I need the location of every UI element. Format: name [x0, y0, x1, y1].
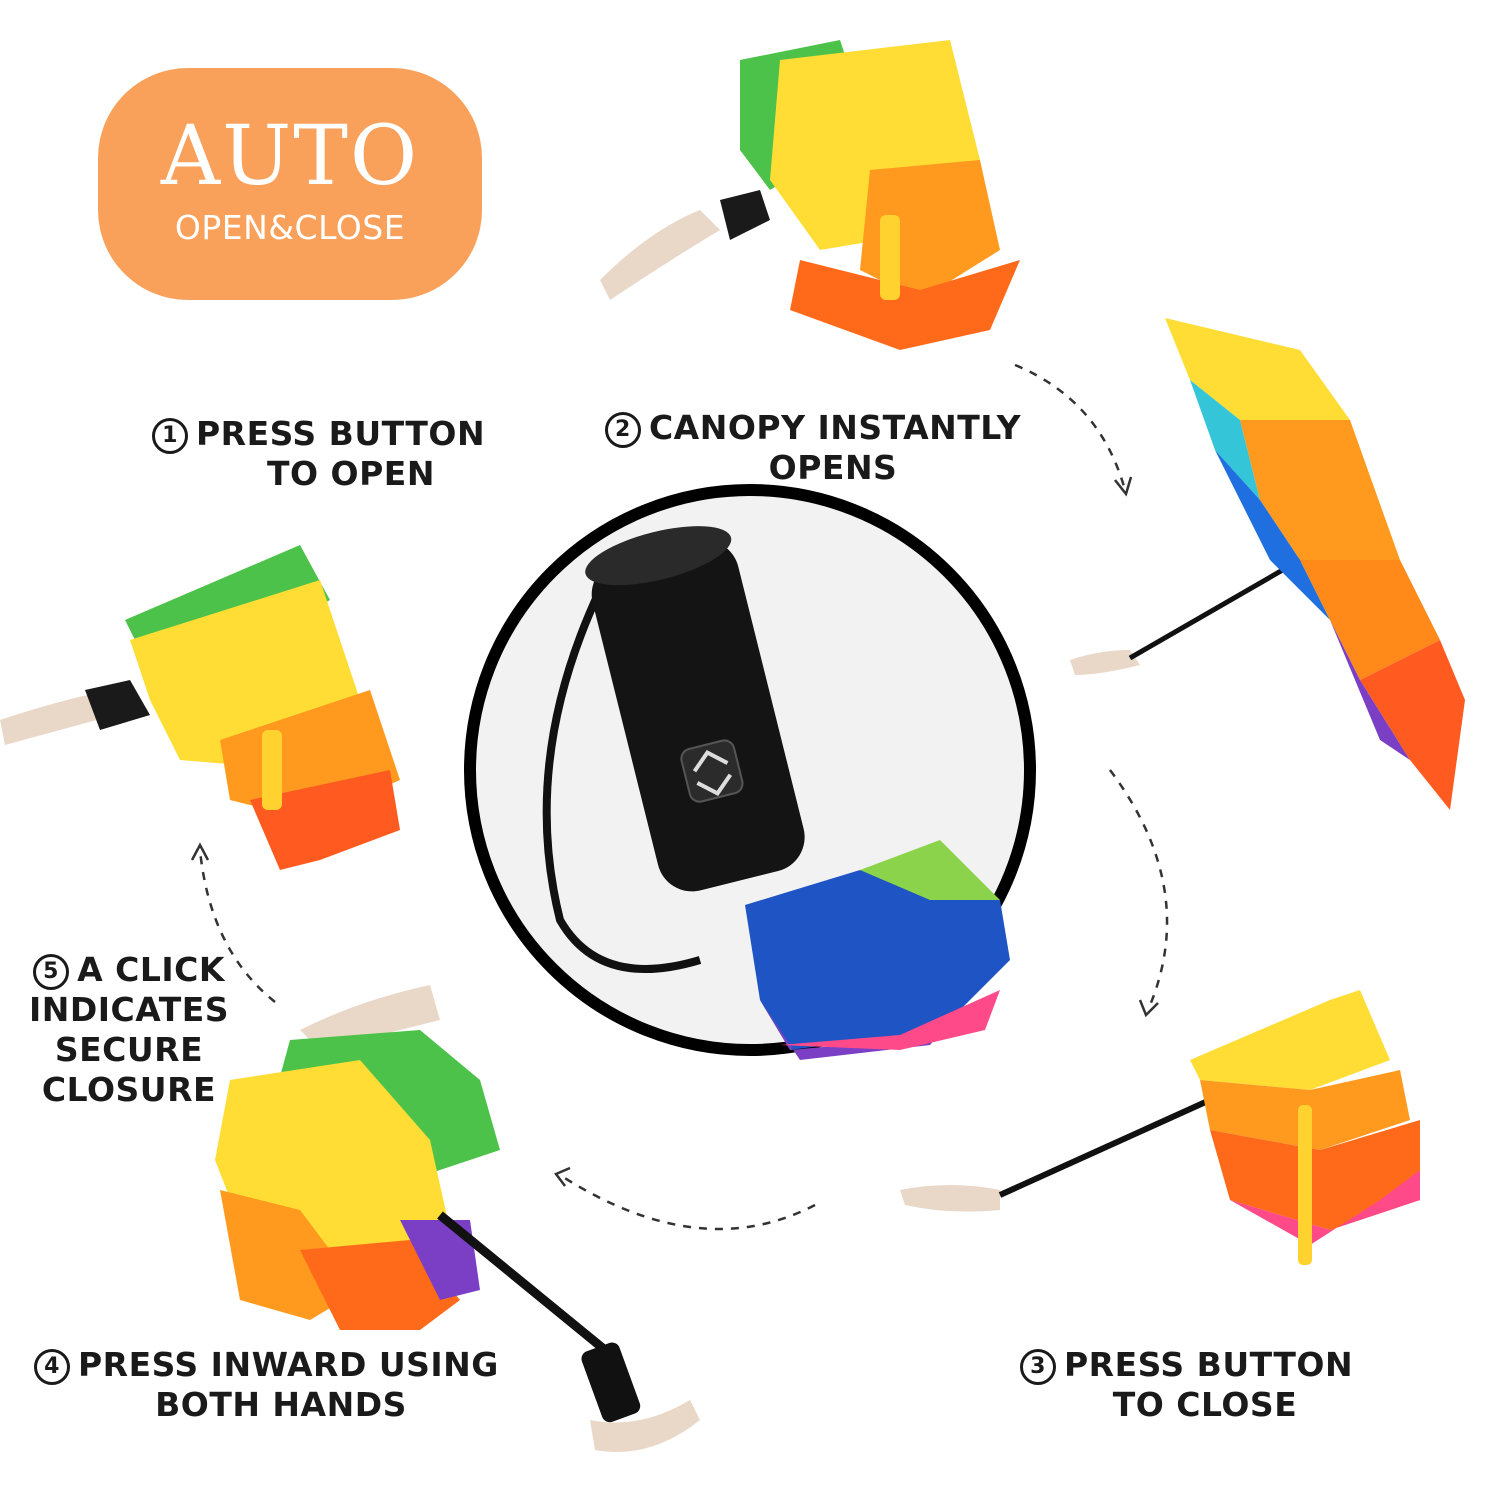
- step-2-line1: CANOPY INSTANTLY: [648, 408, 1022, 447]
- step-1-number: 1: [152, 418, 188, 454]
- step-2-line2: OPENS: [768, 448, 898, 487]
- auto-open-close-badge: AUTO OPEN&CLOSE: [98, 68, 482, 300]
- step-2-number: 2: [604, 412, 641, 448]
- cycle-arrows: [198, 363, 1169, 1231]
- step-1-line2: TO OPEN: [267, 454, 435, 493]
- umbrella-press-inward-illustration: [215, 985, 700, 1452]
- step-5-line3: SECURE: [54, 1030, 204, 1069]
- umbrella-secured-illustration: [0, 545, 400, 870]
- step-4-number: 4: [34, 1349, 70, 1385]
- umbrella-opening-illustration: [600, 40, 1020, 350]
- badge-subtitle: OPEN&CLOSE: [174, 208, 406, 247]
- step-3-line1: PRESS BUTTON: [1064, 1345, 1354, 1384]
- step-3-number: 3: [1020, 1349, 1056, 1385]
- step-5-line4: CLOSURE: [41, 1070, 217, 1109]
- step-5-line2: INDICATES: [28, 990, 230, 1029]
- umbrella-open-illustration: [1070, 318, 1465, 810]
- step-3-line2: TO CLOSE: [1112, 1385, 1298, 1424]
- badge-title: AUTO: [160, 109, 420, 204]
- umbrella-closing-illustration: [900, 990, 1420, 1265]
- step-4-line2: BOTH HANDS: [155, 1385, 407, 1424]
- step-1-line1: PRESS BUTTON: [196, 414, 486, 453]
- arrow-heads: [190, 476, 1159, 1187]
- step-4-line1: PRESS INWARD USING: [78, 1345, 499, 1384]
- step-5-number: 5: [33, 954, 70, 990]
- step-5-line1: A CLICK: [77, 950, 225, 989]
- handle-closeup-illustration: [464, 484, 1036, 1060]
